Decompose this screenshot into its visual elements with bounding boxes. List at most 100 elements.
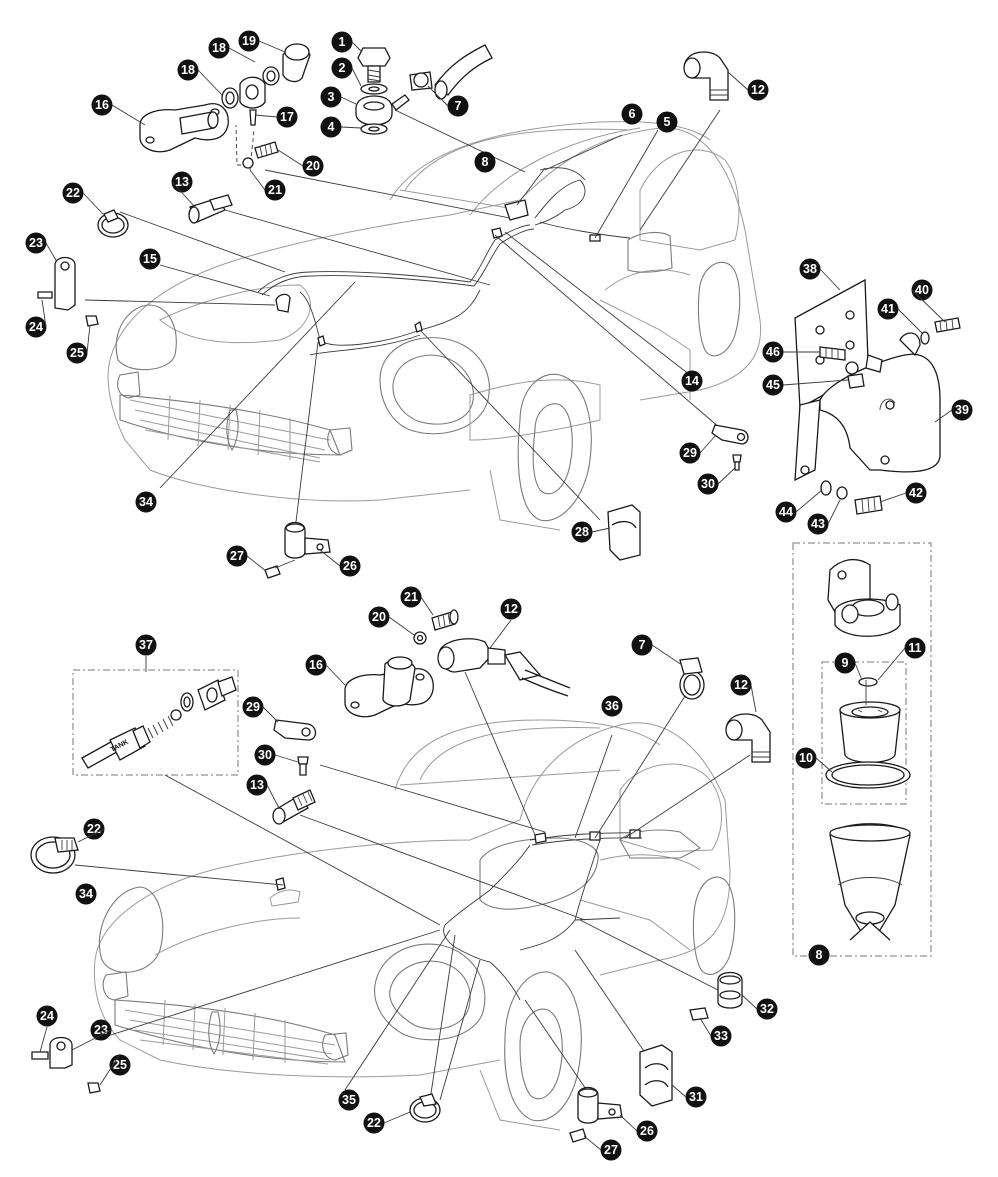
svg-text:12: 12 [504,602,518,616]
svg-text:7: 7 [455,99,462,113]
callout-18: 18 [208,37,230,59]
callout-7: 7 [631,634,653,656]
lower-car-outline [93,719,736,1131]
p-clip-23-lower [31,1036,101,1094]
p-clip-23-upper [37,256,99,327]
upper-hose-and-clip [409,44,493,100]
outlet-16-lower [344,656,434,718]
svg-text:20: 20 [306,159,320,173]
lower-fuel-pipes [275,829,643,1001]
callout-10: 10 [795,747,817,769]
svg-text:38: 38 [803,262,817,276]
svg-text:18: 18 [212,41,226,55]
svg-text:22: 22 [367,1116,381,1130]
callout-28: 28 [571,521,593,543]
callout-24: 24 [36,1005,58,1027]
svg-text:42: 42 [909,486,923,500]
callout-36: 36 [601,695,623,717]
elbow-12-lower-right [725,713,771,763]
callout-20: 20 [368,606,390,628]
callout-30: 30 [697,473,719,495]
callout-1: 1 [331,31,353,53]
svg-text:2: 2 [339,61,346,75]
callout-6: 6 [621,103,643,125]
callout-29: 29 [242,696,264,718]
svg-text:5: 5 [664,115,671,129]
svg-text:26: 26 [343,559,357,573]
svg-text:16: 16 [95,98,109,112]
elbow-hose-12-lower [437,638,571,697]
callout-24: 24 [25,316,47,338]
callout-12: 12 [500,598,522,620]
svg-text:26: 26 [640,1124,654,1138]
callout-18: 18 [177,59,199,81]
svg-text:6: 6 [629,107,636,121]
callout-23: 23 [90,1019,112,1041]
svg-text:20: 20 [372,610,386,624]
svg-text:30: 30 [258,748,272,762]
clip-26-upper [264,521,331,579]
svg-text:45: 45 [766,378,780,392]
svg-text:14: 14 [685,374,699,388]
svg-text:34: 34 [139,495,153,509]
callout-44: 44 [775,501,797,523]
lower-leader-lines [74,671,751,1101]
callout-12: 12 [730,674,752,696]
adaptor-13-upper [188,194,233,224]
svg-text:24: 24 [29,320,43,334]
callout-12: 12 [747,79,769,101]
svg-text:27: 27 [230,549,244,563]
callout-2: 2 [331,57,353,79]
svg-text:40: 40 [915,283,929,297]
svg-text:9: 9 [842,656,849,670]
callout-8: 8 [474,151,496,173]
callout-5: 5 [656,111,678,133]
callout-34: 34 [135,491,157,513]
svg-text:4: 4 [328,120,335,134]
clip-26-lower [569,1086,623,1143]
svg-text:37: 37 [139,638,153,652]
callout-41: 41 [877,298,899,320]
callout-23: 23 [25,232,47,254]
svg-text:17: 17 [280,110,294,124]
callout-25: 25 [109,1054,131,1076]
callout-21: 21 [264,179,286,201]
tank-valve-assembly: TANK [72,669,239,776]
clip-32-screw-33 [689,971,743,1021]
filter-mounting-bracket [794,278,961,515]
callout-46: 46 [762,341,784,363]
svg-text:15: 15 [143,252,157,266]
upper-car-outline [107,121,762,531]
svg-text:46: 46 [766,345,780,359]
bolt-washer-lower [413,609,459,645]
svg-text:30: 30 [701,477,715,491]
callout-15: 15 [139,248,161,270]
svg-text:39: 39 [955,403,969,417]
callout-13: 13 [246,774,268,796]
callout-26: 26 [636,1120,658,1142]
callout-16: 16 [305,654,327,676]
svg-text:3: 3 [328,90,335,104]
svg-text:10: 10 [799,751,813,765]
svg-text:36: 36 [605,699,619,713]
svg-text:7: 7 [639,638,646,652]
pipe-clip-31 [639,1044,673,1107]
callout-8: 8 [808,944,830,966]
svg-text:27: 27 [604,1143,618,1157]
svg-text:16: 16 [309,658,323,672]
callout-14: 14 [681,370,703,392]
callout-34: 34 [75,883,97,905]
callout-29: 29 [679,442,701,464]
svg-text:29: 29 [683,446,697,460]
hose-clip-22-lower [30,836,79,874]
filter-connection-union [139,43,311,169]
p-clip-29-and-screw-upper [711,424,749,471]
callout-22: 22 [83,818,105,840]
svg-text:28: 28 [575,525,589,539]
svg-text:24: 24 [40,1009,54,1023]
svg-text:21: 21 [404,590,418,604]
svg-text:12: 12 [734,678,748,692]
svg-text:34: 34 [79,887,93,901]
svg-text:18: 18 [181,63,195,77]
svg-text:11: 11 [908,641,921,655]
